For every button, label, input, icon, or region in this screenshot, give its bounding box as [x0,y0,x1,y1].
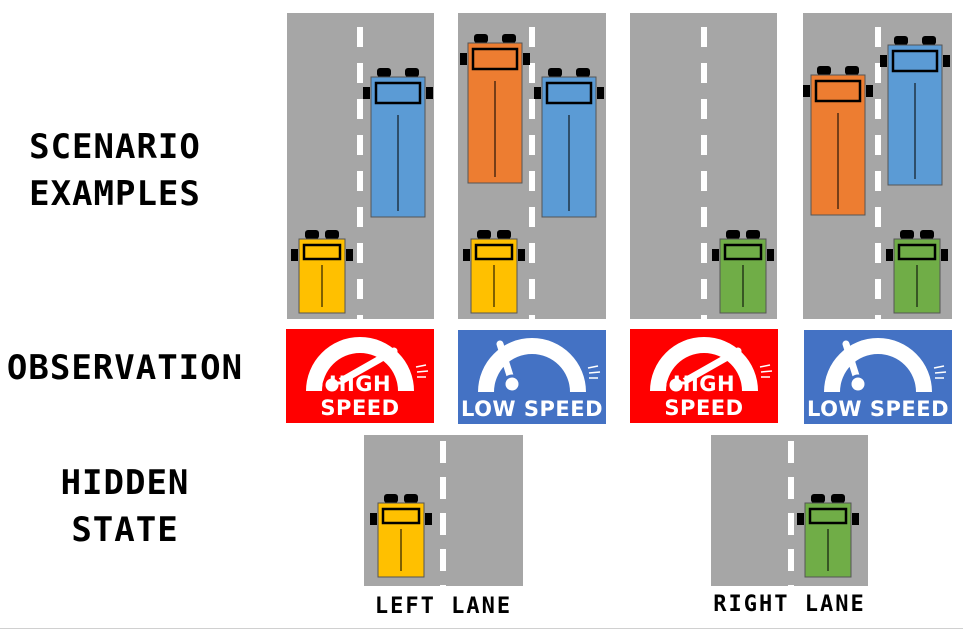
lane-marking [440,441,446,463]
lane-marking [357,207,363,227]
lane-marking [357,135,363,155]
green-car [710,229,776,315]
lane-marking [357,99,363,119]
lane-marking [701,315,707,319]
scenario-road-4 [803,13,952,319]
hidden-road-right [711,435,868,586]
lane-marking [701,135,707,155]
lane-marking [529,171,535,191]
lane-marking [529,27,535,47]
lane-marking [701,63,707,83]
observation-text: HIGH SPEED [320,372,400,420]
lane-marking [701,171,707,191]
lane-marking [357,243,363,263]
lane-marking [357,315,363,319]
observation-card-2: LOW SPEED [458,330,606,424]
observation-text: LOW SPEED [806,397,950,421]
lane-marking [440,513,446,535]
observation-label: OBSERVATION [6,348,244,388]
yellow-car [461,229,527,315]
observation-card-1: HIGH SPEED [286,329,434,423]
lane-marking [529,99,535,119]
lane-marking [529,207,535,227]
hidden-state-label: HIDDEN STATE [35,460,215,554]
lane-marking [875,171,881,191]
lane-marking [357,171,363,191]
yellow-car [368,493,434,579]
lane-marking [357,27,363,47]
lane-marking [788,585,794,586]
lane-marking [701,99,707,119]
observation-card-4: LOW SPEED [804,330,952,424]
lane-marking [875,27,881,47]
speedometer-icon [306,337,429,395]
observation-card-3: HIGH SPEED [630,329,778,423]
lane-marking [875,279,881,299]
lane-marking [875,207,881,227]
lane-marking [529,315,535,319]
lane-marking [701,279,707,299]
scenario-road-2 [458,13,606,319]
lane-marking [875,63,881,83]
lane-marking [788,441,794,463]
bottom-border [0,628,963,629]
green-car [795,493,861,579]
speedometer-icon [478,338,601,394]
yellow-car [289,229,355,315]
lane-marking [788,513,794,535]
lane-marking [875,99,881,119]
orange-truck [458,33,532,185]
scenario-label-line1: SCENARIO [29,127,201,167]
lane-marking [529,279,535,299]
left-lane-caption: LEFT LANE [374,594,513,619]
lane-marking [529,135,535,155]
lane-marking [875,315,881,319]
observation-text: LOW SPEED [460,397,604,421]
observation-text: HIGH SPEED [664,372,744,420]
lane-marking [440,477,446,499]
scenario-road-1 [287,13,434,319]
blue-truck [532,67,606,219]
speedometer-icon [650,337,773,395]
scenario-examples-label: SCENARIO EXAMPLES [20,124,210,218]
lane-marking [701,207,707,227]
lane-marking [875,243,881,263]
blue-truck [361,67,434,219]
lane-marking [357,279,363,299]
scenario-label-line2: EXAMPLES [29,174,201,214]
lane-marking [357,63,363,83]
lane-marking [701,27,707,47]
hidden-label-line2: STATE [71,510,179,550]
lane-marking [788,477,794,499]
lane-marking [440,585,446,586]
orange-truck [803,65,875,217]
lane-marking [440,549,446,571]
hidden-label-line1: HIDDEN [60,463,190,503]
blue-truck [878,35,952,187]
lane-marking [875,135,881,155]
right-lane-caption: RIGHT LANE [713,592,866,617]
lane-marking [701,243,707,263]
lane-marking [529,63,535,83]
speedometer-icon [824,338,947,394]
lane-marking [529,243,535,263]
green-car [884,229,950,315]
lane-marking [788,549,794,571]
hidden-road-left [364,435,523,586]
scenario-road-3 [630,13,777,319]
